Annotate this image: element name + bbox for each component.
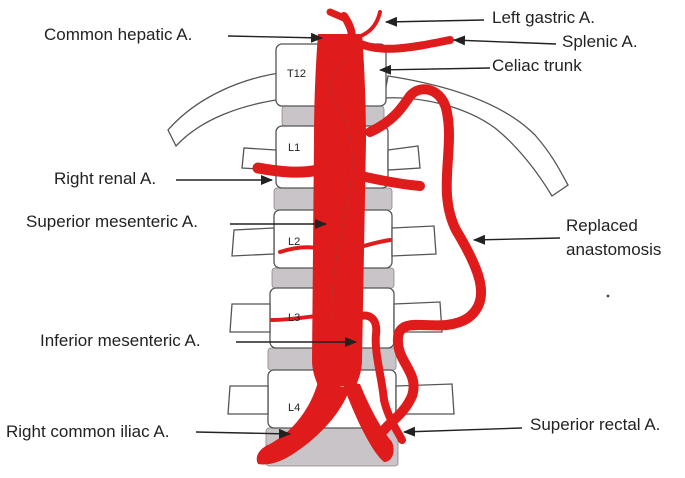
label-inferior-mesenteric: Inferior mesenteric A. bbox=[40, 331, 201, 350]
label-right-renal: Right renal A. bbox=[54, 169, 157, 188]
label-anastomosis: anastomosis bbox=[566, 240, 662, 259]
label-superior-mesenteric: Superior mesenteric A. bbox=[26, 212, 198, 231]
left-common-iliac-vessel bbox=[342, 382, 394, 462]
right-renal-vessel bbox=[252, 162, 324, 178]
ribs bbox=[167, 71, 569, 197]
label-replaced: Replaced bbox=[566, 216, 638, 235]
label-splenic: Splenic A. bbox=[562, 32, 638, 51]
aorta bbox=[312, 34, 366, 386]
splenic-vessel bbox=[352, 36, 454, 53]
right-common-iliac-vessel bbox=[256, 382, 350, 465]
label-right-common-iliac: Right common iliac A. bbox=[6, 422, 170, 441]
arrow-left-gastric bbox=[385, 16, 485, 27]
annotation-arrows bbox=[176, 16, 561, 439]
vertebra-label-l2: L2 bbox=[288, 236, 301, 248]
vertebra-label-l1: L1 bbox=[288, 142, 301, 154]
replaced-anastomosis-vessel bbox=[365, 84, 487, 435]
arrow-common-hepatic bbox=[227, 32, 323, 43]
vertebra-label-t12: T12 bbox=[287, 68, 306, 80]
vertebra-label-l3: L3 bbox=[288, 312, 301, 324]
label-superior-rectal: Superior rectal A. bbox=[530, 415, 661, 434]
left-rib bbox=[167, 71, 291, 148]
inferior-mesenteric-vessel bbox=[348, 311, 406, 444]
arrow-right-common-iliac bbox=[195, 428, 291, 439]
aorta-group bbox=[256, 34, 394, 465]
arrow-replaced-anastomosis bbox=[473, 234, 561, 245]
arrow-superior-rectal bbox=[403, 426, 523, 437]
label-common-hepatic: Common hepatic A. bbox=[44, 25, 193, 44]
arrow-splenic bbox=[453, 35, 557, 46]
arrow-celiac bbox=[379, 64, 491, 75]
right-rib bbox=[383, 75, 569, 197]
common-hepatic-vessel bbox=[326, 8, 348, 22]
stray-mark bbox=[606, 294, 610, 298]
lumbar-branch-l3-left bbox=[270, 314, 318, 322]
vessel-outline-trace bbox=[329, 59, 353, 321]
label-left-gastric: Left gastric A. bbox=[492, 8, 595, 27]
label-celiac-trunk: Celiac trunk bbox=[492, 56, 582, 75]
vertebra-label-l4: L4 bbox=[288, 402, 301, 414]
